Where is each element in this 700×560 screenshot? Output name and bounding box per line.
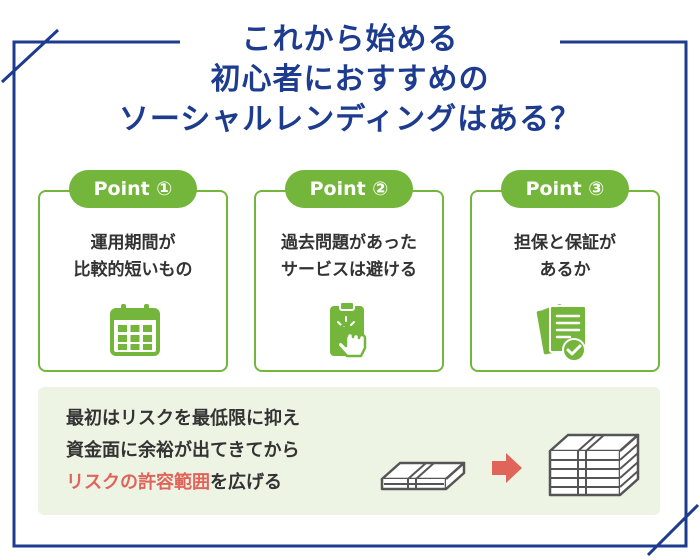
point-badge-3: Point ③: [501, 170, 629, 208]
small-money-stack-icon: [380, 461, 466, 491]
page-title: これから始める 初心者におすすめの ソーシャルレンディングはある？: [0, 20, 700, 140]
point-card-1-text: 運用期間が 比較的短いもの: [40, 230, 226, 284]
title-line-2: 初心者におすすめの: [210, 62, 490, 97]
point-card-2: 過去問題があった サービスは避ける: [254, 190, 444, 372]
summary-line-3: リスクの許容範囲を広げる: [66, 467, 300, 499]
summary-line-1: 最初はリスクを最低限に抑え: [66, 408, 300, 429]
summary-line-2: 資金面に余裕が出てきてから: [66, 440, 300, 461]
calendar-icon: [110, 304, 160, 356]
document-check-icon: [536, 304, 587, 362]
point-3-line-2: あるか: [539, 260, 591, 280]
point-2-line-2: サービスは避ける: [281, 260, 417, 280]
point-2-line-1: 過去問題があった: [281, 233, 417, 253]
point-badge-2: Point ②: [285, 170, 413, 208]
large-money-stack-icon: [548, 433, 640, 497]
summary-text: 最初はリスクを最低限に抑え 資金面に余裕が出てきてから リスクの許容範囲を広げる: [66, 403, 300, 499]
point-badge-1: Point ①: [69, 170, 197, 208]
point-3-line-1: 担保と保証が: [514, 233, 616, 253]
summary-accent-text: リスクの許容範囲: [66, 472, 210, 493]
summary-line-3-rest: を広げる: [210, 472, 282, 493]
clipboard-tap-icon: [330, 301, 367, 358]
point-card-3: 担保と保証が あるか: [470, 190, 660, 372]
arrow-right-icon: [492, 453, 522, 483]
point-1-line-2: 比較的短いもの: [73, 260, 193, 280]
point-card-3-text: 担保と保証が あるか: [472, 230, 658, 284]
point-card-1: 運用期間が 比較的短いもの: [38, 190, 228, 372]
point-1-line-1: 運用期間が: [90, 233, 176, 253]
point-card-2-text: 過去問題があった サービスは避ける: [256, 230, 442, 284]
title-line-1: これから始める: [241, 22, 459, 57]
title-line-3: ソーシャルレンディングはある？: [118, 102, 582, 137]
summary-panel: 最初はリスクを最低限に抑え 資金面に余裕が出てきてから リスクの許容範囲を広げる: [38, 387, 660, 515]
